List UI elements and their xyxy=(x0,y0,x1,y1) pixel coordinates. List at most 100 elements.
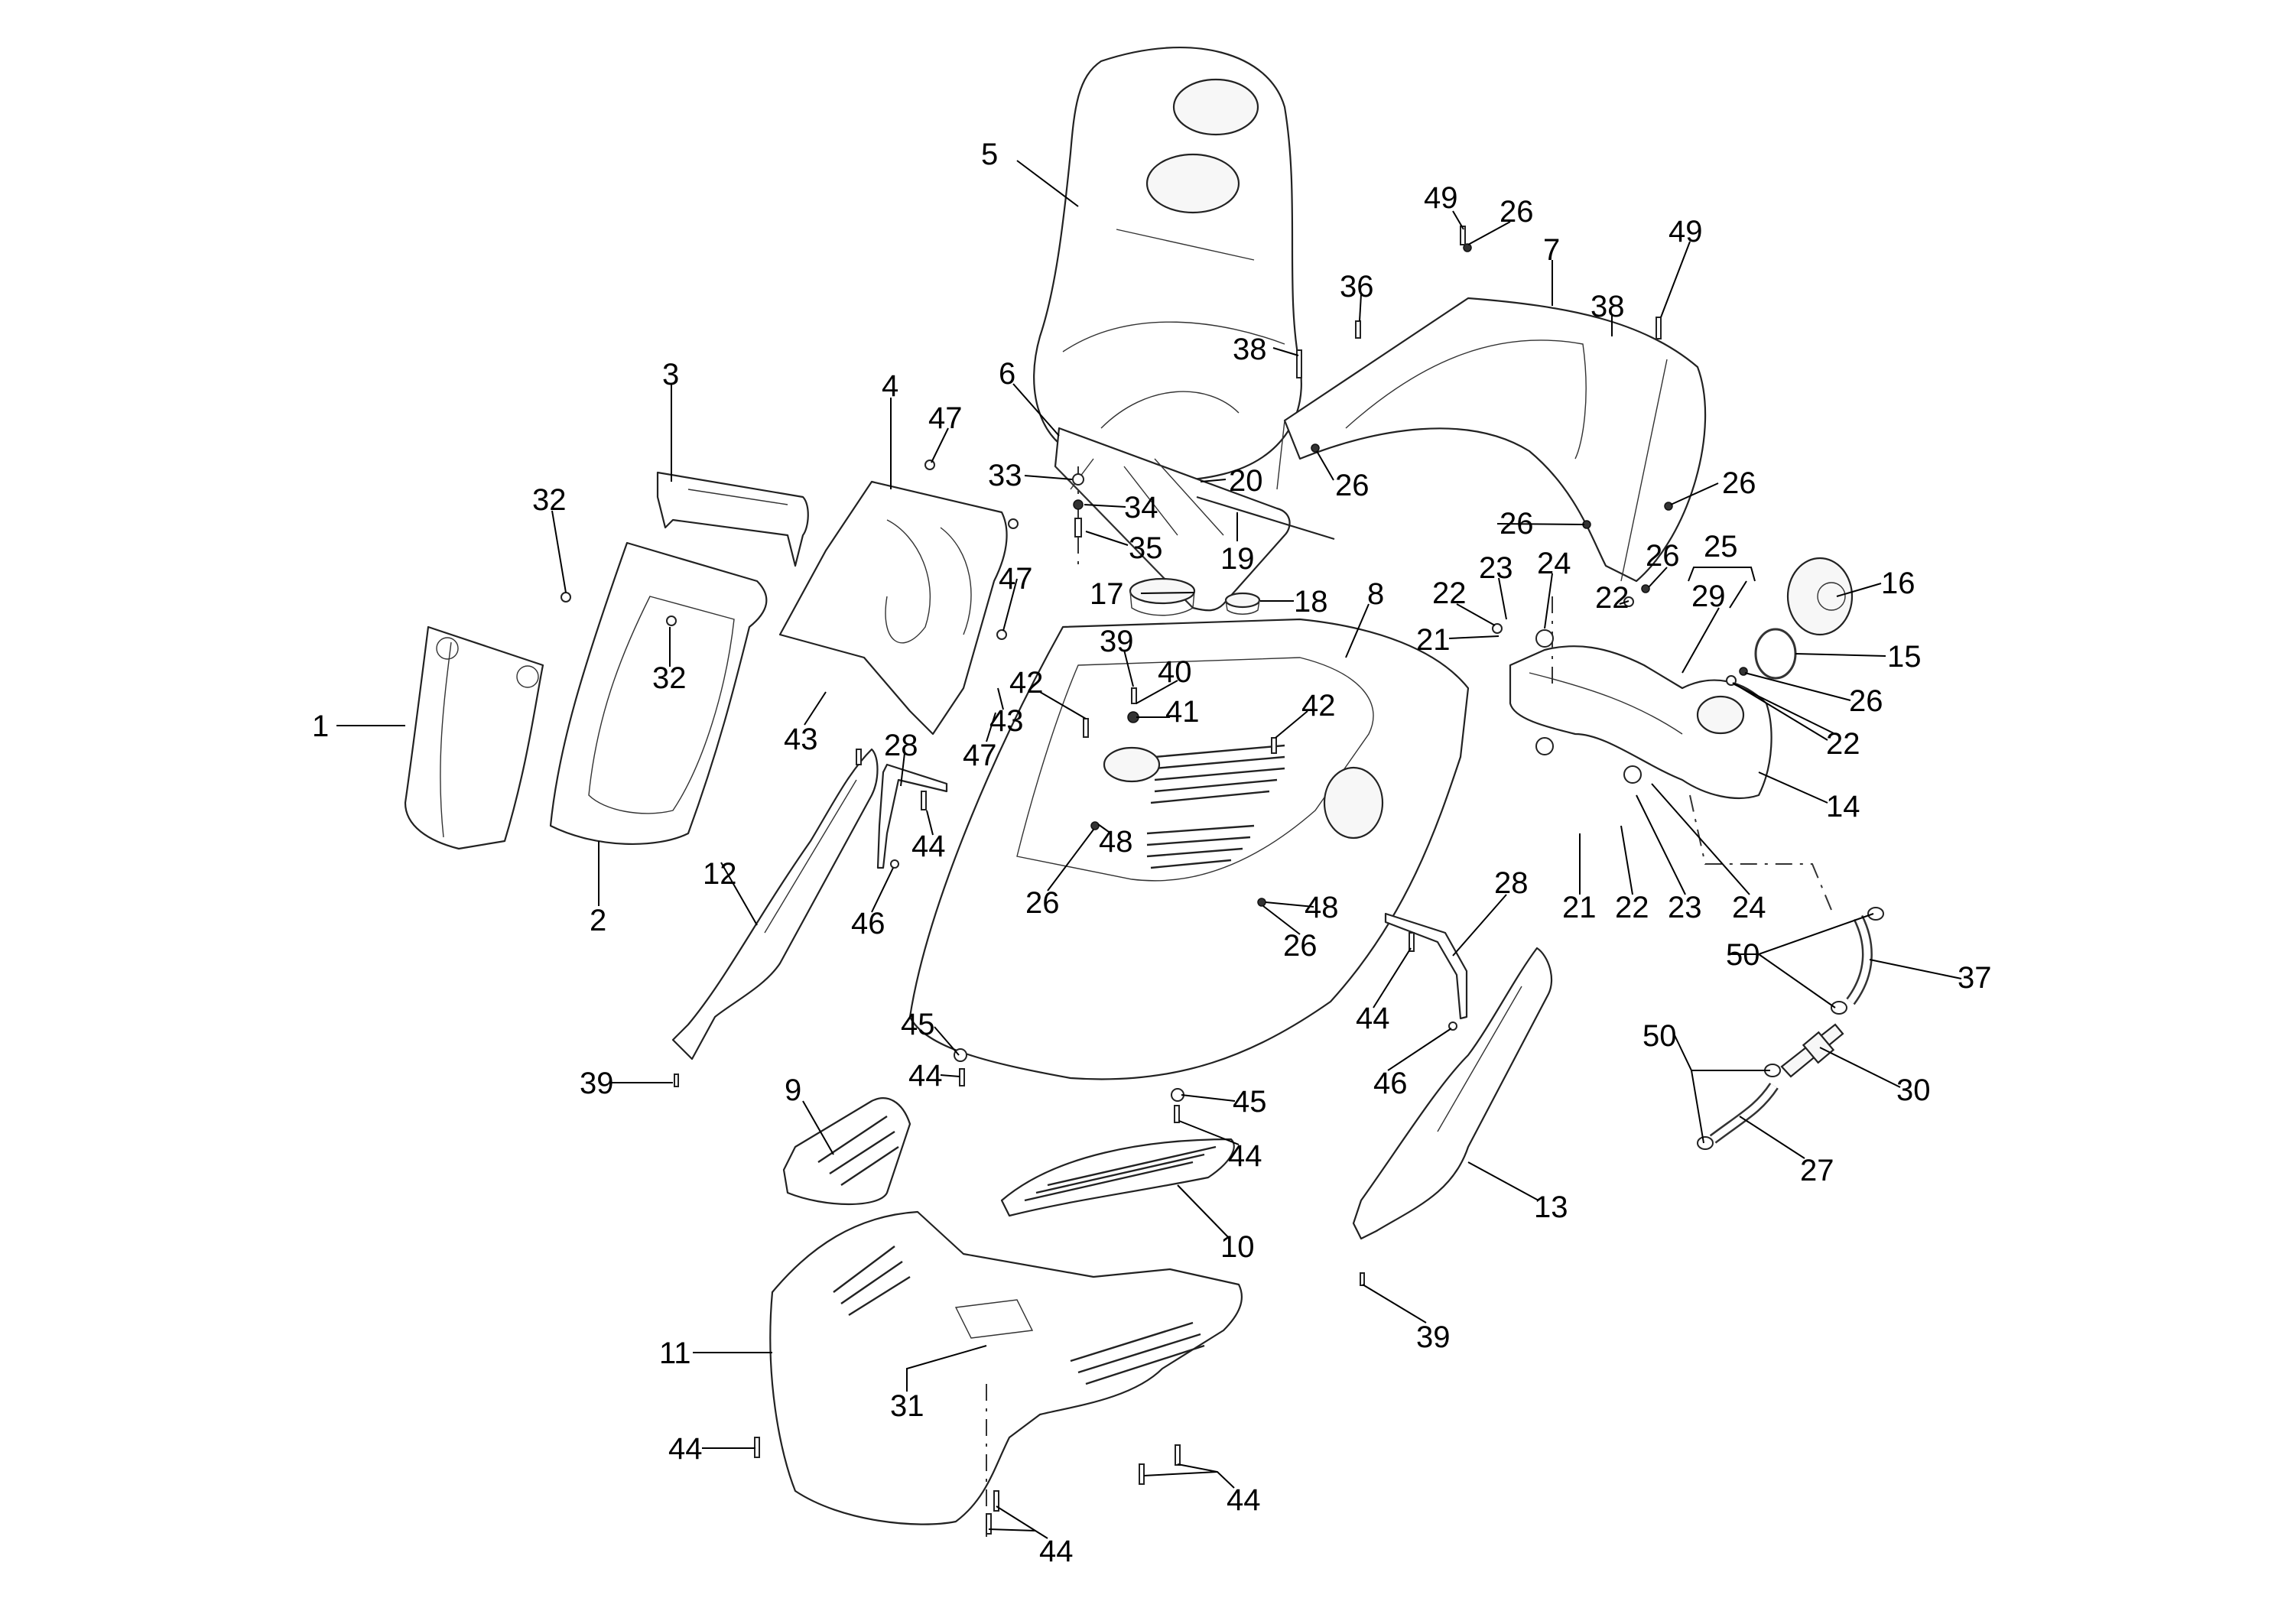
callout-40: 40 xyxy=(1158,655,1192,689)
callout-45: 45 xyxy=(901,1008,935,1041)
callout-26: 26 xyxy=(1646,539,1680,573)
callout-14: 14 xyxy=(1826,790,1860,823)
assembly-line-tank-hose xyxy=(1689,794,1832,911)
bracket-right xyxy=(1384,912,1468,1020)
callout-22: 22 xyxy=(1826,727,1860,761)
callout-46: 46 xyxy=(851,907,885,940)
fuel-hose-lower-inner xyxy=(1711,1083,1777,1142)
callout-44: 44 xyxy=(668,1432,703,1466)
callout-26: 26 xyxy=(1500,195,1534,229)
callout-21: 21 xyxy=(1416,623,1451,657)
callout-43: 43 xyxy=(784,723,818,756)
callout-9: 9 xyxy=(785,1073,801,1107)
callout-32: 32 xyxy=(652,661,687,695)
callout-26: 26 xyxy=(1722,466,1756,500)
front-frame-cover xyxy=(549,541,768,846)
leader-lines xyxy=(336,160,1962,1539)
callout-7: 7 xyxy=(1543,233,1560,267)
callout-33: 33 xyxy=(988,459,1022,492)
callout-45: 45 xyxy=(1233,1085,1267,1119)
callout-10: 10 xyxy=(1220,1230,1255,1264)
callout-26: 26 xyxy=(1849,684,1883,718)
callout-31: 31 xyxy=(890,1389,924,1423)
callout-26: 26 xyxy=(1500,507,1534,541)
callout-26: 26 xyxy=(1335,469,1370,502)
footrest xyxy=(769,1210,1243,1525)
callout-32: 32 xyxy=(532,483,567,517)
plug-small xyxy=(1224,592,1261,615)
callout-23: 23 xyxy=(1479,551,1513,585)
callout-34: 34 xyxy=(1124,491,1158,525)
seat-plate xyxy=(1054,427,1291,612)
callout-16: 16 xyxy=(1881,567,1915,600)
callout-26: 26 xyxy=(1025,886,1060,920)
dashboard-panel xyxy=(656,471,809,567)
callout-18: 18 xyxy=(1294,585,1328,619)
right-foot-mat xyxy=(1000,1138,1235,1217)
left-side-panel xyxy=(671,748,879,1060)
callout-42: 42 xyxy=(1009,666,1044,700)
callout-50: 50 xyxy=(1726,938,1760,972)
callout-30: 30 xyxy=(1896,1073,1931,1107)
callout-49: 49 xyxy=(1669,215,1703,248)
callout-44: 44 xyxy=(1228,1139,1262,1173)
callout-24: 24 xyxy=(1537,547,1571,580)
left-foot-mat xyxy=(782,1097,911,1206)
callout-47: 47 xyxy=(999,562,1033,596)
callout-38: 38 xyxy=(1233,333,1267,366)
callout-50: 50 xyxy=(1643,1019,1677,1053)
callout-39: 39 xyxy=(1416,1320,1451,1354)
fuel-tank xyxy=(1509,645,1772,800)
callout-26: 26 xyxy=(1283,929,1318,963)
steering-column-cover xyxy=(778,480,1008,736)
callout-6: 6 xyxy=(999,357,1015,391)
callout-22: 22 xyxy=(1432,577,1467,610)
callout-44: 44 xyxy=(911,830,946,863)
body-hood xyxy=(908,618,1470,1080)
callout-44: 44 xyxy=(908,1059,943,1093)
callout-5: 5 xyxy=(981,138,998,171)
callout-43: 43 xyxy=(989,704,1024,738)
front-nose-cover xyxy=(404,625,544,850)
callout-42: 42 xyxy=(1301,689,1336,723)
callout-22: 22 xyxy=(1615,891,1649,924)
right-side-panel xyxy=(1352,947,1552,1240)
callout-27: 27 xyxy=(1800,1154,1834,1187)
callout-8: 8 xyxy=(1367,577,1384,611)
seat xyxy=(1033,47,1302,482)
fuel-hose-upper-inner xyxy=(1847,915,1871,1004)
callout-44: 44 xyxy=(1039,1535,1074,1568)
callout-19: 19 xyxy=(1220,542,1255,576)
callout-38: 38 xyxy=(1591,290,1625,323)
callout-15: 15 xyxy=(1887,640,1922,674)
callout-36: 36 xyxy=(1340,270,1374,304)
callout-12: 12 xyxy=(703,857,737,891)
plug-large xyxy=(1129,577,1196,616)
callout-23: 23 xyxy=(1668,891,1702,924)
callout-11: 11 xyxy=(659,1337,691,1370)
callout-2: 2 xyxy=(590,904,606,937)
fasteners xyxy=(561,226,1884,1535)
bracket-left xyxy=(876,763,948,869)
callout-44: 44 xyxy=(1227,1483,1261,1517)
callout-35: 35 xyxy=(1129,531,1163,565)
callout-13: 13 xyxy=(1534,1190,1568,1224)
callout-37: 37 xyxy=(1958,961,1992,995)
callout-25: 25 xyxy=(1704,530,1738,564)
callout-46: 46 xyxy=(1373,1067,1408,1100)
callout-21: 21 xyxy=(1562,891,1597,924)
callout-22: 22 xyxy=(1595,581,1630,615)
rear-fender xyxy=(1276,297,1707,583)
callout-28: 28 xyxy=(884,729,918,762)
callout-labels: 5 49 26 7 49 36 38 38 3 4 6 47 32 33 20 … xyxy=(312,138,1992,1568)
fuel-cap xyxy=(1786,557,1854,636)
callout-29: 29 xyxy=(1691,580,1726,613)
callout-41: 41 xyxy=(1165,695,1200,729)
callout-28: 28 xyxy=(1494,866,1529,900)
callout-44: 44 xyxy=(1356,1002,1390,1035)
callout-47: 47 xyxy=(928,401,963,435)
callout-20: 20 xyxy=(1229,464,1263,498)
fuel-filter xyxy=(1780,1023,1844,1078)
callout-48: 48 xyxy=(1099,825,1133,859)
